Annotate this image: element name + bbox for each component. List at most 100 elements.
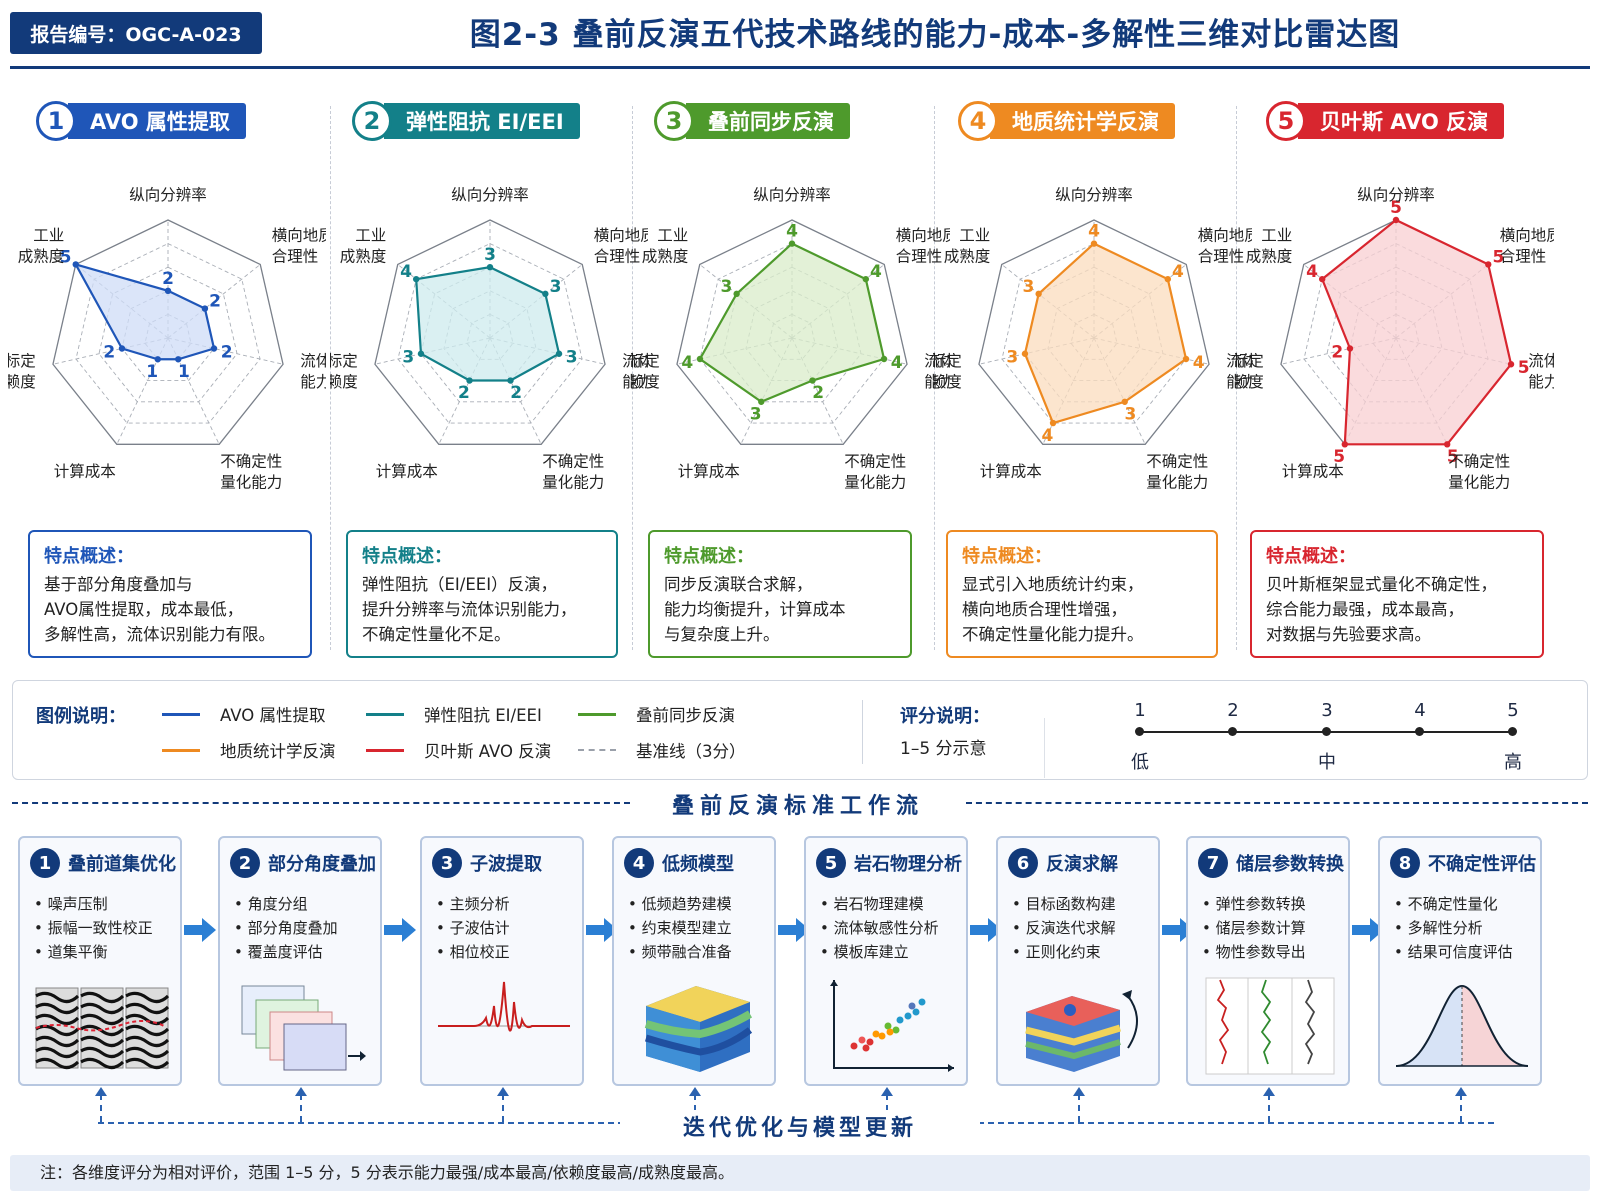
radar-series-area — [1023, 242, 1188, 425]
workflow-step-item: 结果可信度评估 — [1394, 940, 1513, 964]
radar-value-label: 5 — [1492, 247, 1504, 267]
radar-axis-label: 井震标定依赖度 — [8, 352, 36, 391]
radar-point — [696, 355, 704, 363]
radar-axis-label: 横向地质合理性 — [594, 227, 648, 266]
workflow-step-item: 道集平衡 — [34, 940, 153, 964]
radar-point — [154, 356, 161, 363]
legend-item: 贝叶斯 AVO 反演 — [366, 738, 551, 762]
scale-number: 4 — [1414, 700, 1426, 721]
radar-axis-label: 井震标定依赖度 — [1236, 352, 1264, 391]
legend-label: 贝叶斯 AVO 反演 — [424, 742, 552, 761]
legend-label: 基准线（3分） — [636, 742, 746, 761]
radar-point — [72, 261, 79, 268]
method-number-badge: 1 — [36, 101, 76, 141]
workflow-step-item: 噪声压制 — [34, 892, 153, 916]
radar-value-label: 5 — [1447, 447, 1459, 467]
radar-value-label: 3 — [550, 277, 562, 297]
description-line: 综合能力最强，成本最高， — [1266, 600, 1464, 619]
radar-value-label: 4 — [400, 262, 412, 282]
radar-point — [1341, 441, 1349, 448]
description-title: 特点概述： — [362, 546, 452, 567]
scale-word: 高 — [1504, 752, 1522, 773]
workflow-step-name: 不确定性评估 — [1428, 854, 1536, 875]
radar-svg: 4442343纵向分辨率横向地质合理性流体识别能力不确定性量化能力计算成本井震标… — [598, 186, 987, 491]
radar-value-label: 4 — [870, 262, 882, 282]
legend-label: AVO 属性提取 — [220, 706, 326, 725]
workflow-step-list: 岩石物理建模流体敏感性分析模板库建立 — [820, 892, 939, 964]
method-title: 贝叶斯 AVO 反演 — [1298, 103, 1505, 139]
radar-point — [118, 345, 126, 352]
workflow-step-number: 5 — [816, 848, 846, 878]
radar-point — [758, 398, 765, 405]
radar-point — [862, 275, 870, 283]
method-description-box: 特点概述：贝叶斯框架显式量化不确定性，综合能力最强，成本最高，对数据与先验要求高… — [1250, 530, 1544, 658]
radar-point — [507, 377, 514, 384]
legend-item: 基准线（3分） — [578, 738, 746, 762]
radar-axis-label: 井震标定依赖度 — [632, 352, 660, 391]
iteration-loop-label: 迭代优化与模型更新 — [620, 1110, 980, 1142]
workflow-step-illustration — [434, 976, 574, 1076]
radar-value-label: 4 — [786, 222, 798, 242]
workflow-step-item: 流体敏感性分析 — [820, 916, 939, 940]
workflow-step-item: 相位校正 — [436, 940, 510, 964]
workflow-step-item: 模板库建立 — [820, 940, 939, 964]
description-title: 特点概述： — [44, 546, 134, 567]
workflow-step-item: 弹性参数转换 — [1202, 892, 1306, 916]
workflow-step-illustration — [32, 976, 172, 1076]
radar-point — [486, 264, 494, 271]
workflow-step-item: 频带融合准备 — [628, 940, 732, 964]
workflow-step-card: 7 储层参数转换 弹性参数转换储层参数计算物性参数导出 — [1186, 836, 1350, 1086]
method-title: AVO 属性提取 — [68, 103, 246, 139]
radar-value-label: 1 — [146, 362, 158, 382]
workflow-step-item: 子波估计 — [436, 916, 510, 940]
workflow-step-card: 2 部分角度叠加 角度分组部分角度叠加覆盖度评估 — [218, 836, 382, 1086]
method-title: 弹性阻抗 EI/EEI — [384, 103, 580, 139]
radar-grid-ring — [699, 243, 885, 424]
workflow-step-card: 1 叠前道集优化 噪声压制振幅一致性校正道集平衡 — [18, 836, 182, 1086]
radar-point — [1164, 275, 1172, 283]
radar-grid-ring — [1303, 243, 1489, 424]
radar-value-label: 2 — [510, 383, 522, 403]
title-divider — [10, 66, 1590, 69]
workflow-step-name: 低频模型 — [662, 854, 734, 875]
radar-spoke — [1280, 337, 1397, 365]
scale-dot — [1415, 727, 1424, 736]
column-divider — [632, 106, 633, 650]
radar-axis-label: 纵向分辨率 — [1357, 186, 1435, 204]
radar-value-label: 2 — [812, 383, 824, 403]
report-id-badge: 报告编号：OGC-A-023 — [10, 12, 262, 54]
workflow-step-name: 反演求解 — [1046, 854, 1118, 875]
radar-value-label: 2 — [162, 269, 174, 289]
method-number-badge: 5 — [1266, 101, 1306, 141]
radar-axis-label: 工业成熟度 — [18, 227, 65, 266]
workflow-step-number: 1 — [30, 848, 60, 878]
radar-grid-ring — [1001, 243, 1187, 424]
radar-value-label: 3 — [750, 405, 762, 425]
description-line: 不确定性量化不足。 — [362, 625, 511, 644]
scale-dot — [1508, 727, 1517, 736]
radar-axis-label: 不确定性量化能力 — [1146, 452, 1208, 491]
radar-axis-label: 纵向分辨率 — [451, 186, 529, 204]
radar-axis-label: 井震标定依赖度 — [934, 352, 962, 391]
column-divider — [330, 106, 331, 650]
iteration-loop-connector — [1268, 1094, 1270, 1122]
description-line: 对数据与先验要求高。 — [1266, 625, 1431, 644]
workflow-step-header: 5 岩石物理分析 — [816, 848, 962, 878]
workflow-step-item: 约束模型建立 — [628, 916, 732, 940]
iteration-arrow-icon — [881, 1087, 893, 1096]
legend-swatch — [578, 749, 616, 751]
radar-svg: 2221125纵向分辨率横向地质合理性流体识别能力不确定性量化能力计算成本井震标… — [0, 186, 362, 491]
workflow-step-header: 6 反演求解 — [1008, 848, 1118, 878]
radar-point — [210, 345, 218, 352]
workflow-step-number: 8 — [1390, 848, 1420, 878]
radar-axis-label: 工业成熟度 — [340, 227, 387, 266]
description-title: 特点概述： — [1266, 546, 1356, 567]
description-line: 提升分辨率与流体识别能力， — [362, 600, 577, 619]
description-line: 横向地质合理性增强， — [962, 600, 1127, 619]
radar-axis-label: 流体识别能力 — [300, 352, 326, 391]
method-number-badge: 2 — [352, 101, 392, 141]
workflow-step-item: 部分角度叠加 — [234, 916, 338, 940]
radar-value-label: 1 — [178, 362, 190, 382]
